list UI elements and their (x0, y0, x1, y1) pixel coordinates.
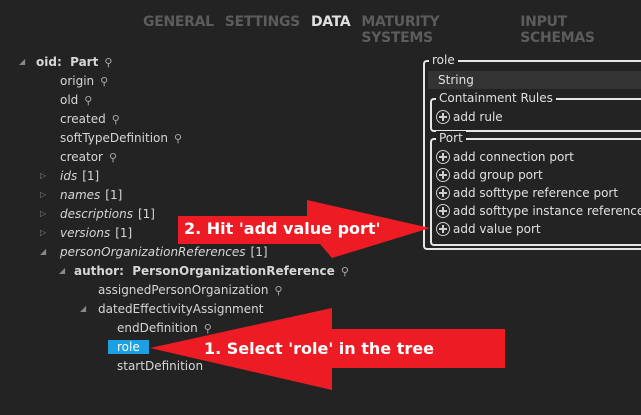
tree-node-enddefinition[interactable]: endDefinition ⚲ (117, 319, 212, 337)
node-count: [1] (137, 207, 155, 221)
node-label: personOrganizationReferences (60, 245, 246, 259)
button-label: add rule (453, 110, 503, 124)
tree-node-oid[interactable]: ◢ oid: Part ⚲ (19, 53, 113, 71)
tree-node-origin[interactable]: origin ⚲ (60, 72, 108, 90)
tree-node-created[interactable]: created ⚲ (60, 110, 120, 128)
node-type: PersonOrganizationReference (132, 264, 335, 278)
add-connection-port-button[interactable]: add connection port (436, 148, 574, 166)
type-field[interactable]: String (428, 71, 641, 89)
tab-data[interactable]: DATA (310, 14, 351, 30)
node-label: softTypeDefinition (60, 131, 168, 145)
expand-icon[interactable]: ▷ (40, 190, 47, 199)
collapse-icon[interactable]: ◢ (80, 304, 87, 313)
tree-node-descriptions[interactable]: ▷ descriptions [1] (40, 205, 155, 223)
link-icon: ⚲ (104, 56, 113, 69)
plus-circle-icon (436, 168, 450, 182)
group-title: role (429, 53, 458, 67)
link-icon: ⚲ (100, 75, 109, 88)
add-softtype-reference-port-button[interactable]: add softtype reference port (436, 184, 618, 202)
node-count: [1] (250, 245, 268, 259)
tree-node-assignedpersonorganization[interactable]: assignedPersonOrganization ⚲ (98, 281, 283, 299)
button-label: add softtype reference port (453, 186, 619, 200)
expand-icon[interactable]: ▷ (40, 209, 47, 218)
link-icon: ⚲ (274, 284, 283, 297)
port-group: Port add connection port add group port … (430, 131, 641, 246)
link-icon: ⚲ (203, 322, 212, 335)
tree-node-startdefinition[interactable]: startDefinition (117, 357, 203, 375)
tree-node-names[interactable]: ▷ names [1] (40, 186, 123, 204)
node-label: creator (60, 150, 103, 164)
tree-node-creator[interactable]: creator ⚲ (60, 148, 117, 166)
button-label: add value port (453, 222, 541, 236)
expand-icon[interactable]: ▷ (40, 171, 47, 180)
group-title: Containment Rules (436, 91, 556, 105)
node-label: names (60, 188, 101, 202)
node-label: created (60, 112, 106, 126)
tree-node-softtypedefinition[interactable]: softTypeDefinition ⚲ (60, 129, 182, 147)
group-title: Port (436, 131, 466, 145)
annotation-step1-text: 1. Select 'role' in the tree (204, 339, 434, 358)
tree-node-versions[interactable]: ▷ versions [1] (40, 224, 133, 242)
add-group-port-button[interactable]: add group port (436, 166, 543, 184)
node-label: endDefinition (117, 321, 198, 335)
link-icon: ⚲ (173, 132, 183, 145)
add-softtype-instance-reference-port-button[interactable]: add softtype instance reference port (436, 202, 641, 220)
node-label: role (108, 340, 149, 354)
collapse-icon[interactable]: ◢ (40, 247, 47, 256)
plus-circle-icon (436, 186, 450, 200)
tree-node-personorganizationreferences[interactable]: ◢ personOrganizationReferences [1] (40, 243, 268, 261)
add-value-port-button[interactable]: add value port (436, 220, 541, 238)
node-label: startDefinition (117, 359, 204, 373)
add-rule-button[interactable]: add rule (436, 108, 503, 126)
node-label: ids (60, 169, 78, 183)
role-group: role String Containment Rules add rule P… (423, 53, 641, 250)
expand-icon[interactable]: ▷ (40, 228, 47, 237)
link-icon: ⚲ (84, 94, 93, 107)
containment-rules-group: Containment Rules add rule (430, 91, 641, 132)
button-label: add softtype instance reference port (453, 204, 641, 218)
tab-maturity-systems[interactable]: MATURITY SYSTEMS (361, 14, 440, 46)
link-icon: ⚲ (108, 151, 118, 164)
tree-node-author[interactable]: ◢ author: PersonOrganizationReference ⚲ (59, 262, 349, 280)
button-label: add group port (453, 168, 543, 182)
plus-circle-icon (436, 204, 450, 218)
tab-settings[interactable]: SETTINGS (224, 14, 300, 30)
button-label: add connection port (453, 150, 574, 164)
node-label: descriptions (60, 207, 133, 221)
tab-general[interactable]: GENERAL (143, 14, 214, 30)
tree-node-dated-effectivity-assignment[interactable]: ◢ datedEffectivityAssignment (80, 300, 264, 318)
tree-node-role[interactable]: role (108, 338, 149, 356)
link-icon: ⚲ (340, 265, 349, 278)
annotation-arrow-step1 (150, 308, 505, 390)
collapse-icon[interactable]: ◢ (19, 57, 26, 66)
node-type: Part (70, 55, 99, 69)
node-label: origin (60, 74, 95, 88)
node-key: oid: (36, 55, 62, 69)
annotation-arrow-step2 (178, 200, 430, 258)
plus-circle-icon (436, 150, 450, 164)
node-label: old (60, 93, 79, 107)
tree-node-old[interactable]: old ⚲ (60, 91, 92, 109)
node-count: [1] (82, 169, 100, 183)
tab-bar: GENERAL SETTINGS DATA MATURITY SYSTEMS I… (143, 14, 641, 46)
plus-circle-icon (436, 110, 450, 124)
node-key: author: (74, 264, 124, 278)
link-icon: ⚲ (111, 113, 120, 126)
node-count: [1] (105, 188, 123, 202)
node-label: assignedPersonOrganization (98, 283, 269, 297)
node-count: [1] (115, 226, 133, 240)
node-label: versions (60, 226, 111, 240)
tab-input-schemas[interactable]: INPUT SCHEMAS (520, 14, 595, 46)
annotation-step2-text: 2. Hit 'add value port' (184, 219, 381, 238)
node-label: datedEffectivityAssignment (98, 302, 264, 316)
plus-circle-icon (436, 222, 450, 236)
collapse-icon[interactable]: ◢ (59, 266, 66, 275)
tree-node-ids[interactable]: ▷ ids [1] (40, 167, 100, 185)
